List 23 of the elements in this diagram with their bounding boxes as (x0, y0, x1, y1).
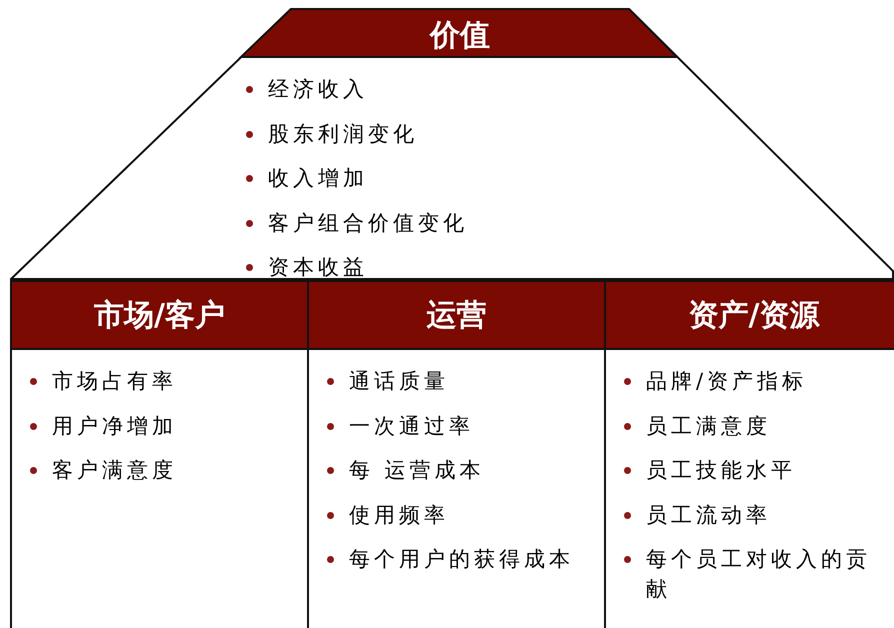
list-item: 资本收益 (268, 255, 368, 279)
list-item: 客户满意度 (52, 458, 177, 482)
column-box (10, 280, 309, 628)
list-item: 员工技能水平 (646, 458, 796, 482)
header-band: 资产/资源 (606, 282, 894, 350)
list-item: 使用频率 (349, 502, 449, 526)
list-item: 每个用户的获得成本 (349, 547, 574, 571)
heading: 价值 (428, 17, 491, 55)
list-item: 市场占有率 (52, 369, 177, 393)
list-item: 经济收入 (268, 77, 368, 101)
list-item: 每 运营成本 (349, 458, 485, 482)
header-band: 运营 (309, 282, 604, 350)
list-item: 员工流动率 (646, 502, 771, 526)
list-item: 用户净增加 (52, 414, 177, 438)
list-item: 每个员工对收入的贡献 (646, 547, 871, 601)
list-item: 客户组合价值变化 (268, 210, 468, 234)
list-item: 股东利润变化 (268, 122, 418, 146)
list-item: 品牌/资产指标 (646, 369, 808, 393)
list-item: 一次通过率 (349, 414, 474, 438)
list-item: 员工满意度 (646, 414, 771, 438)
list-item: 通话质量 (349, 369, 449, 393)
list-item: 收入增加 (268, 166, 368, 190)
header-band: 市场/客户 (12, 282, 307, 350)
